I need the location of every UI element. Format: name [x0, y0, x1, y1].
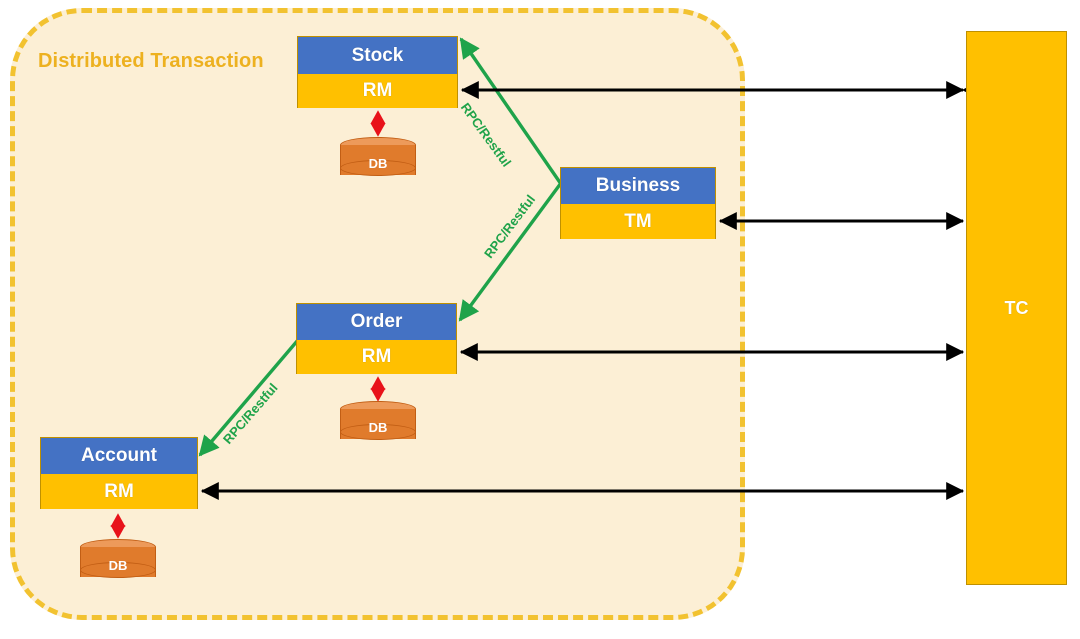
cylinder-bottom-icon — [80, 562, 156, 578]
service-role-order: RM — [297, 340, 456, 374]
database-label-order: DB — [368, 419, 388, 435]
service-box-business[interactable]: Business TM — [560, 167, 716, 239]
database-cylinder-order: DB — [340, 401, 416, 447]
service-role-stock: RM — [298, 74, 457, 108]
cylinder-bottom-icon — [340, 424, 416, 440]
cylinder-bottom-icon — [340, 160, 416, 176]
service-role-business: TM — [561, 204, 715, 239]
service-box-stock[interactable]: Stock RM — [297, 36, 458, 108]
service-name-business: Business — [561, 168, 715, 204]
database-label-stock: DB — [368, 155, 388, 171]
service-name-stock: Stock — [298, 37, 457, 74]
database-label-account: DB — [108, 557, 128, 573]
service-box-order[interactable]: Order RM — [296, 303, 457, 374]
distributed-transaction-label: Distributed Transaction — [38, 50, 264, 72]
service-role-account: RM — [41, 474, 197, 509]
service-name-order: Order — [297, 304, 456, 340]
rpc-link-business-to-stock — [459, 37, 563, 185]
transaction-coordinator-box[interactable]: TC — [966, 31, 1067, 585]
database-cylinder-account: DB — [80, 539, 156, 585]
transaction-coordinator-label: TC — [1004, 297, 1029, 318]
rpc-link-business-to-order — [458, 181, 563, 322]
service-name-account: Account — [41, 438, 197, 474]
service-box-account[interactable]: Account RM — [40, 437, 198, 509]
rpc-link-order-to-account — [198, 338, 300, 457]
database-cylinder-stock: DB — [340, 137, 416, 183]
